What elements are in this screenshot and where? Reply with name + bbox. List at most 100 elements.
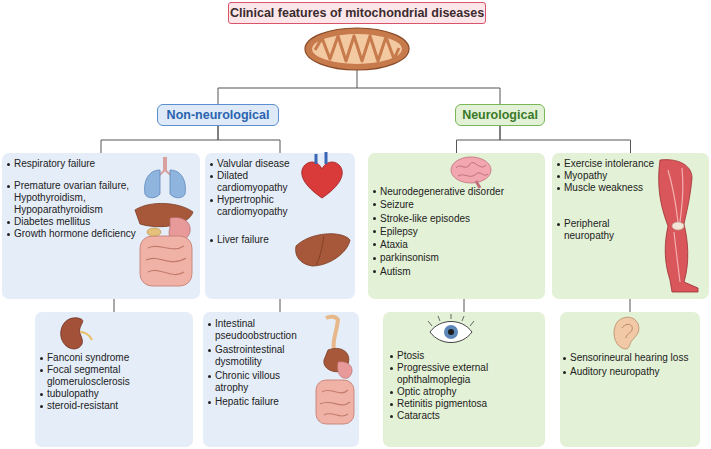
bullet-dot [557, 163, 560, 166]
bullet-item: Cataracts [397, 410, 537, 422]
bullet-dot [40, 357, 43, 360]
feature-box: Intestinal pseudoobstructionGastrointest… [203, 312, 359, 447]
bullet-dot [7, 185, 10, 188]
bullet-dot [40, 405, 43, 408]
mitochondrion-icon [305, 28, 409, 70]
bullet-item: Ptosis [397, 350, 537, 362]
title-box: Clinical features of mitochondrial disea… [228, 2, 486, 24]
connector-line [457, 126, 501, 153]
feature-text: Valvular disease [217, 158, 290, 169]
bullet-dot [7, 221, 10, 224]
feature-text: tubulopathy [47, 388, 99, 399]
bullet-item: Neurodegenerative disorder [380, 185, 538, 198]
category-box: Non-neurological [157, 104, 279, 126]
bullet-dot [373, 230, 376, 233]
feature-text: Optic atrophy [397, 386, 456, 397]
bullet-item: Gastrointestinal dysmotility [215, 344, 315, 368]
connector-line [280, 299, 281, 312]
bullet-dot [557, 223, 560, 226]
category-title: Non-neurological [167, 108, 270, 122]
bullet-dot [563, 371, 566, 374]
bullet-dot [7, 233, 10, 236]
bullet-dot [208, 349, 211, 352]
branch-line [218, 70, 500, 104]
feature-text: Seizure [380, 199, 414, 210]
bullet-dot [210, 163, 213, 166]
feature-box: Sensorineural hearing lossAuditory neuro… [560, 312, 700, 447]
bullet-item: Autism [380, 265, 538, 278]
bullet-item: parkinsonism [380, 251, 538, 264]
mitochondrion-icon [315, 36, 399, 61]
bullet-item: Peripheral neuropathy [564, 218, 656, 242]
bullet-item: Liver failure [217, 234, 302, 246]
bullet-item: Myopathy [564, 170, 656, 182]
feature-box: PtosisProgressive external ophthalmopleg… [383, 312, 545, 447]
feature-text: Dilated cardiomyopathy [217, 170, 288, 193]
bullet-item: Stroke-like episodes [380, 212, 538, 225]
bullet-item: Valvular disease [217, 158, 302, 170]
feature-text: Respiratory failure [14, 158, 95, 169]
bullet-item: Sensorineural hearing loss [570, 352, 695, 364]
bullet-item: Hepatic failure [215, 396, 315, 408]
feature-text: Premature ovarian failure, Hypothyroidis… [14, 180, 129, 215]
bullet-item: tubulopathy [47, 388, 187, 400]
bullet-dot [7, 163, 10, 166]
bullet-item: Respiratory failure [14, 158, 139, 170]
bullet-item: Fanconi syndrome [47, 352, 187, 364]
category-label: Non-neurological [167, 108, 270, 122]
bullet-dot [208, 323, 211, 326]
bullet-dot [373, 270, 376, 273]
bullet-item: Auditory neuropathy [570, 366, 695, 378]
bullet-dot [208, 375, 211, 378]
bullet-dot [373, 203, 376, 206]
feature-text: Hepatic failure [215, 396, 279, 407]
feature-box: Respiratory failurePremature ovarian fai… [2, 153, 200, 299]
bullet-dot [40, 369, 43, 372]
feature-text: Neurodegenerative disorder [380, 186, 504, 197]
bullet-dot [373, 190, 376, 193]
mitochondrion-icon [305, 28, 409, 70]
bullet-item: steroid-resistant [47, 400, 187, 412]
connector-line [630, 299, 631, 312]
bullet-item: Hypertrophic cardiomyopathy [217, 194, 302, 218]
feature-text: Ptosis [397, 350, 424, 361]
feature-box: Fanconi syndromeFocal segmental glomerul… [35, 312, 193, 447]
branch-line [218, 70, 500, 104]
bullet-dot [390, 415, 393, 418]
bullet-dot [40, 393, 43, 396]
feature-text: Stroke-like episodes [380, 213, 470, 224]
feature-box: Exercise intoleranceMyopathyMuscle weakn… [552, 153, 709, 299]
feature-text: Myopathy [564, 170, 607, 181]
mitochondrion-icon [312, 34, 402, 64]
bullet-dot [210, 199, 213, 202]
bullet-dot [390, 355, 393, 358]
category-box: Neurological [455, 104, 545, 126]
feature-text: Retinitis pigmentosa [397, 398, 487, 409]
feature-text: Cataracts [397, 410, 440, 421]
connector-line [500, 126, 631, 153]
bullet-item: Retinitis pigmentosa [397, 398, 537, 410]
bullet-item: Diabetes mellitus [14, 216, 139, 228]
bullet-dot [563, 357, 566, 360]
connector-line [218, 126, 280, 153]
bullet-item: Chronic villous atrophy [215, 370, 315, 394]
feature-text: Autism [380, 266, 411, 277]
bullet-dot [557, 187, 560, 190]
bullet-item: Ataxia [380, 238, 538, 251]
bullet-dot [390, 403, 393, 406]
feature-text: Hypertrophic cardiomyopathy [217, 194, 288, 217]
feature-text: Auditory neuropathy [570, 366, 660, 377]
bullet-item: Intestinal pseudoobstruction [215, 318, 315, 342]
bullet-dot [210, 239, 213, 242]
bullet-dot [373, 257, 376, 260]
feature-text: Diabetes mellitus [14, 216, 90, 227]
feature-text: Exercise intolerance [564, 158, 654, 169]
bullet-dot [208, 401, 211, 404]
bullet-item: Seizure [380, 198, 538, 211]
feature-text: Intestinal pseudoobstruction [215, 318, 297, 341]
bullet-dot [373, 243, 376, 246]
bullet-item: Dilated cardiomyopathy [217, 170, 302, 194]
feature-text: Gastrointestinal dysmotility [215, 344, 284, 367]
bullet-dot [557, 175, 560, 178]
feature-text: Sensorineural hearing loss [570, 352, 688, 363]
